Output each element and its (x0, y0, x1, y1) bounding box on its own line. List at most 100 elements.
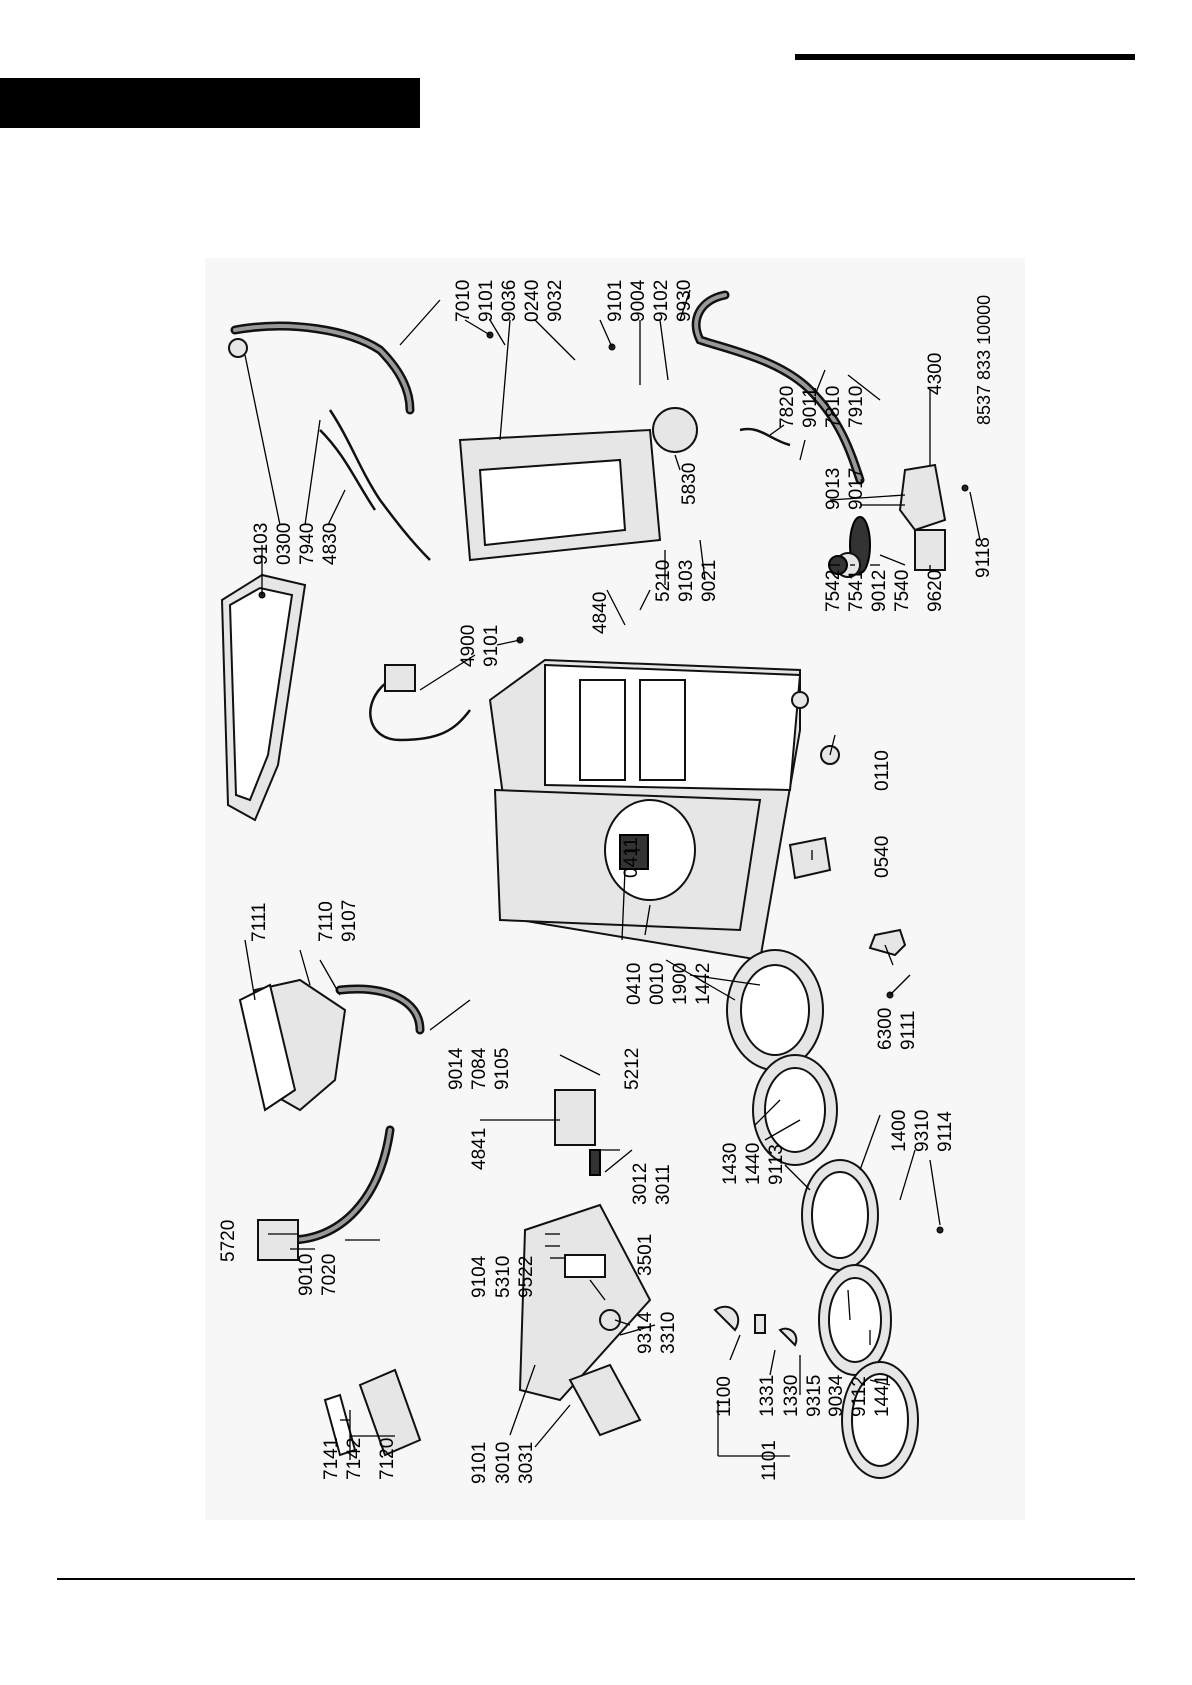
part-label-9310: 9310 (912, 1110, 933, 1152)
pump-filter-9620 (914, 529, 946, 571)
part-label-1440: 1440 (743, 1143, 764, 1185)
part-label-4841: 4841 (469, 1128, 490, 1170)
part-label-3012: 3012 (630, 1163, 651, 1205)
part-label-7542: 7542 (823, 570, 844, 612)
door-hinge-bracket (868, 928, 907, 957)
part-label-4900: 4900 (458, 625, 479, 667)
drawer-handle-7141 (323, 1393, 357, 1457)
screw-9118 (961, 484, 969, 492)
cabinet-side-slot-1 (579, 679, 626, 781)
part-label-0240: 0240 (522, 280, 543, 322)
dispenser-hose-7084 (335, 984, 425, 1035)
door-latch (778, 1327, 798, 1347)
part-label-0411: 0411 (621, 837, 642, 878)
electronic-module (554, 1089, 596, 1146)
part-label-9036: 9036 (499, 280, 520, 322)
part-label-9101-panel: 9101 (469, 1442, 490, 1484)
back-panel-window (478, 458, 627, 547)
part-label-7810: 7810 (823, 386, 844, 428)
part-label-7820: 7820 (777, 386, 798, 428)
part-label-9105: 9105 (492, 1048, 513, 1090)
part-label-4840: 4840 (590, 592, 611, 634)
part-label-3501: 3501 (635, 1234, 656, 1276)
part-label-4300: 4300 (925, 353, 946, 395)
part-label-9021: 9021 (699, 560, 720, 602)
part-label-9011: 9011 (800, 387, 821, 428)
leader-lines (244, 289, 981, 1460)
part-label-7110: 7110 (316, 901, 337, 942)
part-label-9101-bracket: 9101 (605, 280, 626, 322)
part-label-9014: 9014 (446, 1047, 467, 1090)
part-label-9013: 9013 (823, 468, 844, 510)
part-label-9104: 9104 (469, 1255, 490, 1298)
part-label-0010: 0010 (647, 963, 668, 1005)
part-label-9010: 9010 (296, 1254, 317, 1296)
pressure-switch (652, 407, 698, 453)
part-label-7142: 7142 (344, 1438, 365, 1480)
part-label-9114: 9114 (935, 1111, 956, 1152)
part-label-7111: 7111 (249, 903, 270, 942)
part-label-5310: 5310 (493, 1256, 514, 1298)
part-label-7540: 7540 (892, 570, 913, 612)
part-label-9034: 9034 (826, 1374, 847, 1417)
part-label-0110: 0110 (872, 750, 893, 791)
part-label-1442: 1442 (693, 963, 714, 1005)
part-label-3011: 3011 (653, 1164, 674, 1205)
display-window (564, 1254, 606, 1278)
dispenser-lid (238, 983, 297, 1112)
program-knob-3310 (599, 1309, 621, 1331)
part-label-9101-back: 9101 (476, 280, 497, 322)
part-label-7910: 7910 (846, 386, 867, 428)
part-label-9314: 9314 (635, 1311, 656, 1354)
part-label-0300: 0300 (274, 523, 295, 565)
part-label-1330: 1330 (781, 1375, 802, 1417)
mains-cable (369, 678, 471, 742)
part-label-9101-cable: 9101 (481, 625, 502, 667)
part-label-5210: 5210 (653, 560, 674, 602)
part-label-7940: 7940 (297, 523, 318, 565)
part-label-1900: 1900 (670, 963, 691, 1005)
part-label-1430: 1430 (720, 1143, 741, 1185)
drain-pump (898, 463, 947, 532)
part-label-7020: 7020 (319, 1254, 340, 1296)
part-label-7120: 7120 (377, 1438, 398, 1480)
header-bar (0, 78, 420, 128)
part-label-3010: 3010 (493, 1442, 514, 1484)
cabinet-porthole (604, 799, 696, 901)
part-label-7141: 7141 (321, 1438, 342, 1480)
part-label-9004: 9004 (628, 279, 649, 322)
part-labels: 7141 7142 7120 9010 7020 5720 9101 3010 … (218, 279, 994, 1484)
part-label-7010: 7010 (453, 280, 474, 322)
part-label-9113: 9113 (766, 1144, 787, 1185)
top-cover-inner (228, 586, 294, 802)
part-label-9522: 9522 (516, 1256, 537, 1298)
part-label-9103-module: 9103 (676, 560, 697, 602)
part-label-9620: 9620 (925, 570, 946, 612)
part-label-3031: 3031 (516, 1442, 537, 1484)
door-handle (713, 1305, 740, 1332)
drain-hose (230, 321, 415, 415)
part-label-5212: 5212 (622, 1048, 643, 1090)
part-label-1101: 1101 (759, 1440, 780, 1481)
part-label-9315: 9315 (804, 1375, 825, 1417)
part-label-9111: 9111 (898, 1011, 919, 1050)
part-label-1100: 1100 (714, 1376, 735, 1417)
part-label-9032: 9032 (545, 280, 566, 322)
part-label-0540: 0540 (872, 836, 893, 878)
module-connector (589, 1149, 601, 1176)
inlet-valve (257, 1219, 299, 1261)
part-label-0410: 0410 (624, 963, 645, 1005)
part-label-9930: 9930 (674, 280, 695, 322)
part-label-9012: 9012 (869, 570, 890, 612)
control-panel (518, 1203, 652, 1402)
foot-rear (791, 691, 809, 709)
screw-9114 (936, 1226, 944, 1234)
part-label-9107: 9107 (339, 900, 360, 942)
part-label-1331: 1331 (757, 1375, 778, 1417)
part-label-4830: 4830 (320, 523, 341, 565)
knob-cover (568, 1363, 642, 1437)
part-label-9102: 9102 (651, 280, 672, 322)
part-label-1400: 1400 (889, 1110, 910, 1152)
part-label-9017: 9017 (846, 468, 867, 510)
